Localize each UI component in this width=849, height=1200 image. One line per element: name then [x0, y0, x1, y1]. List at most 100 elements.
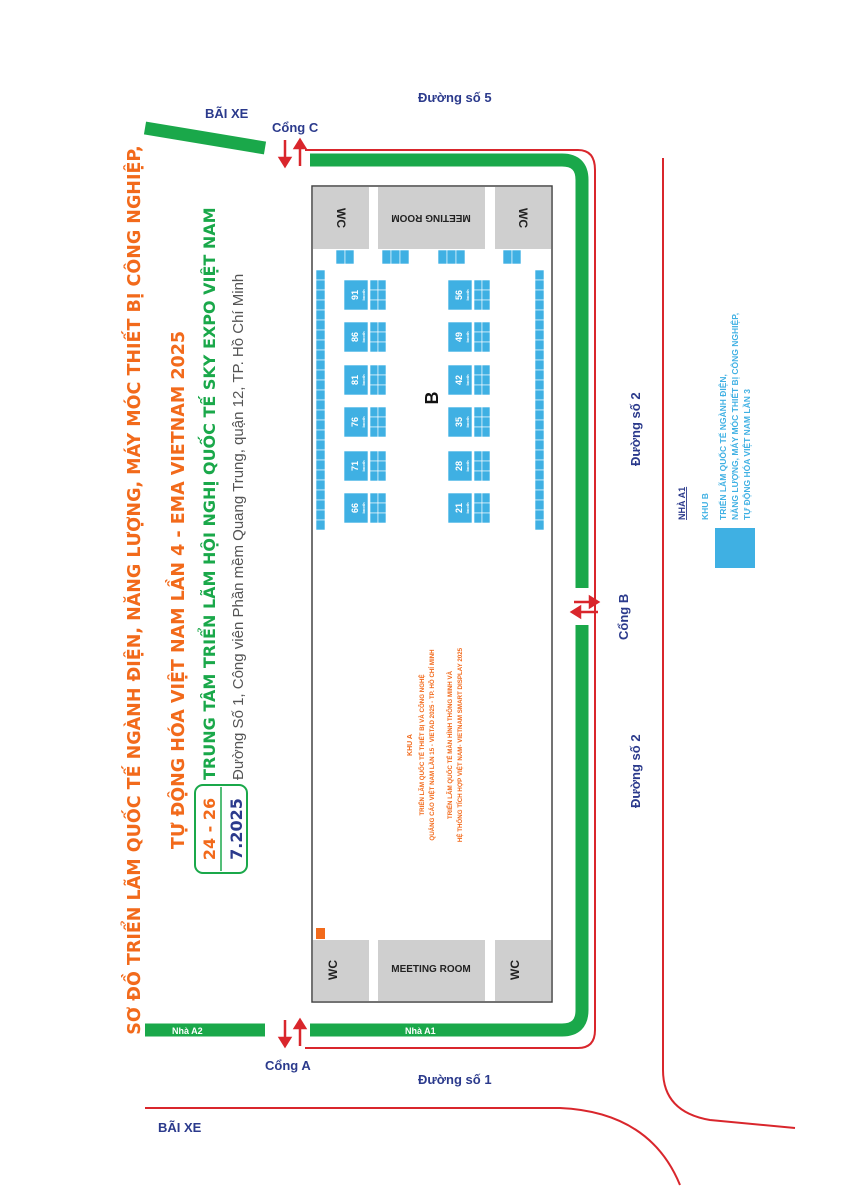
- booth-big-word: booth: [465, 374, 470, 386]
- booth-small: [377, 321, 387, 333]
- booth-big-number: 91: [350, 290, 360, 300]
- booth-small: [369, 384, 379, 396]
- booth-small: [377, 460, 387, 472]
- booth-edge: [534, 349, 545, 361]
- booth-edge: [534, 379, 545, 391]
- legend-nha: NHÀ A1: [677, 487, 687, 520]
- gate-b-arrows: [569, 594, 601, 620]
- booth-edge: [315, 379, 326, 391]
- booth-edge: [534, 309, 545, 321]
- title-line-2: TỰ ĐỘNG HÓA VIỆT NAM LẦN 4 - EMA VIETNAM…: [165, 331, 189, 849]
- wc-label-tr: WC: [516, 208, 530, 228]
- booth-big-number: 66: [350, 503, 360, 513]
- booth-edge: [534, 369, 545, 381]
- khu-a-line3: TRIỂN LÃM QUỐC TẾ MÀN HÌNH THÔNG MINH VÀ: [446, 670, 454, 819]
- booth-small: [481, 299, 491, 311]
- booth-small: [377, 299, 387, 311]
- label-duong-2-bottom: Đường số 2: [628, 734, 643, 808]
- booth-edge: [315, 319, 326, 331]
- booth-small: [377, 289, 387, 301]
- booth-big: [447, 321, 473, 353]
- booth-small: [369, 460, 379, 472]
- booth-small: [369, 492, 379, 504]
- label-nha-a2: Nhà A2: [172, 1026, 203, 1036]
- booth-small: [473, 384, 483, 396]
- booth-small: [481, 279, 491, 291]
- booth-edge: [534, 359, 545, 371]
- hall-b-label: B: [422, 392, 442, 405]
- meeting-room-label-top: MEETING ROOM: [391, 212, 470, 223]
- meeting-room-bottom: [378, 940, 485, 1001]
- booth-small: [369, 426, 379, 438]
- wc-bottom-right: [495, 940, 551, 1001]
- booth-edge: [315, 509, 326, 521]
- khu-a-text: KHU A TRIỂN LÃM QUỐC TẾ THIẾT BỊ VÀ CÔNG…: [407, 647, 464, 842]
- booth-small: [369, 450, 379, 462]
- booth-edge: [534, 399, 545, 411]
- green-fence: [143, 121, 589, 1037]
- booth-small: [473, 406, 483, 418]
- booth-edge: [315, 399, 326, 411]
- booth-top: [335, 249, 346, 265]
- title-line-1: SƠ ĐỒ TRIỂN LÃM QUỐC TẾ NGÀNH ĐIỆN, NĂNG…: [120, 145, 145, 1034]
- booth-small: [481, 512, 491, 524]
- booth-small: [481, 460, 491, 472]
- khu-a-line4: HỆ THỐNG TÍCH HỢP VIỆT NAM- VIETNAM SMAR…: [456, 647, 464, 842]
- booth-small: [473, 321, 483, 333]
- booth-edge: [534, 499, 545, 511]
- meeting-room-label-bottom: MEETING ROOM: [391, 964, 470, 975]
- booth-small: [377, 512, 387, 524]
- booth-small: [369, 289, 379, 301]
- label-bai-xe-bottom: BÃI XE: [158, 1120, 202, 1135]
- booth-small: [369, 279, 379, 291]
- booth-big: [343, 492, 369, 524]
- booth-small: [481, 289, 491, 301]
- booth-edge: [315, 409, 326, 421]
- booth-small: [369, 416, 379, 428]
- booth-big-word: booth: [361, 374, 366, 386]
- legend-swatch: [715, 528, 755, 568]
- booth-big-number: 81: [350, 375, 360, 385]
- booth-small: [369, 321, 379, 333]
- booth-top: [399, 249, 410, 265]
- booth-big: [343, 321, 369, 353]
- booth-small: [473, 426, 483, 438]
- booth-edge: [315, 329, 326, 341]
- booth-small: [481, 406, 491, 418]
- booth-small: [481, 470, 491, 482]
- booth-big: [447, 492, 473, 524]
- wc-bottom-left: [313, 940, 369, 1001]
- booth-big-number: 71: [350, 461, 360, 471]
- booth-big-word: booth: [361, 416, 366, 428]
- booth-small: [473, 341, 483, 353]
- booth-small: [369, 341, 379, 353]
- booth-big: [447, 406, 473, 438]
- booth-edge: [315, 359, 326, 371]
- booth-big-word: booth: [361, 460, 366, 472]
- wc-label-bl: WC: [326, 960, 340, 980]
- booth-top: [437, 249, 448, 265]
- label-cong-c: Cổng C: [272, 120, 319, 135]
- booth-edge: [534, 479, 545, 491]
- booth-edge: [315, 279, 326, 291]
- booth-small: [377, 406, 387, 418]
- booth-edge: [315, 289, 326, 301]
- khu-a-line1: TRIỂN LÃM QUỐC TẾ THIẾT BỊ VÀ CÔNG NGHỆ: [418, 674, 426, 815]
- booth-small: [377, 502, 387, 514]
- booth-small: [481, 364, 491, 376]
- booth-small: [377, 384, 387, 396]
- booth-edge: [534, 509, 545, 521]
- booth-edge: [315, 499, 326, 511]
- booth-edge: [534, 299, 545, 311]
- booth-small: [377, 470, 387, 482]
- booth-edge: [534, 339, 545, 351]
- booth-small: [473, 331, 483, 343]
- booth-small: [369, 299, 379, 311]
- booth-top: [502, 249, 513, 265]
- booth-big-word: booth: [465, 502, 470, 514]
- booth-big-word: booth: [361, 502, 366, 514]
- info-marker: [316, 928, 325, 939]
- booth-big: [343, 450, 369, 482]
- booth-small: [481, 374, 491, 386]
